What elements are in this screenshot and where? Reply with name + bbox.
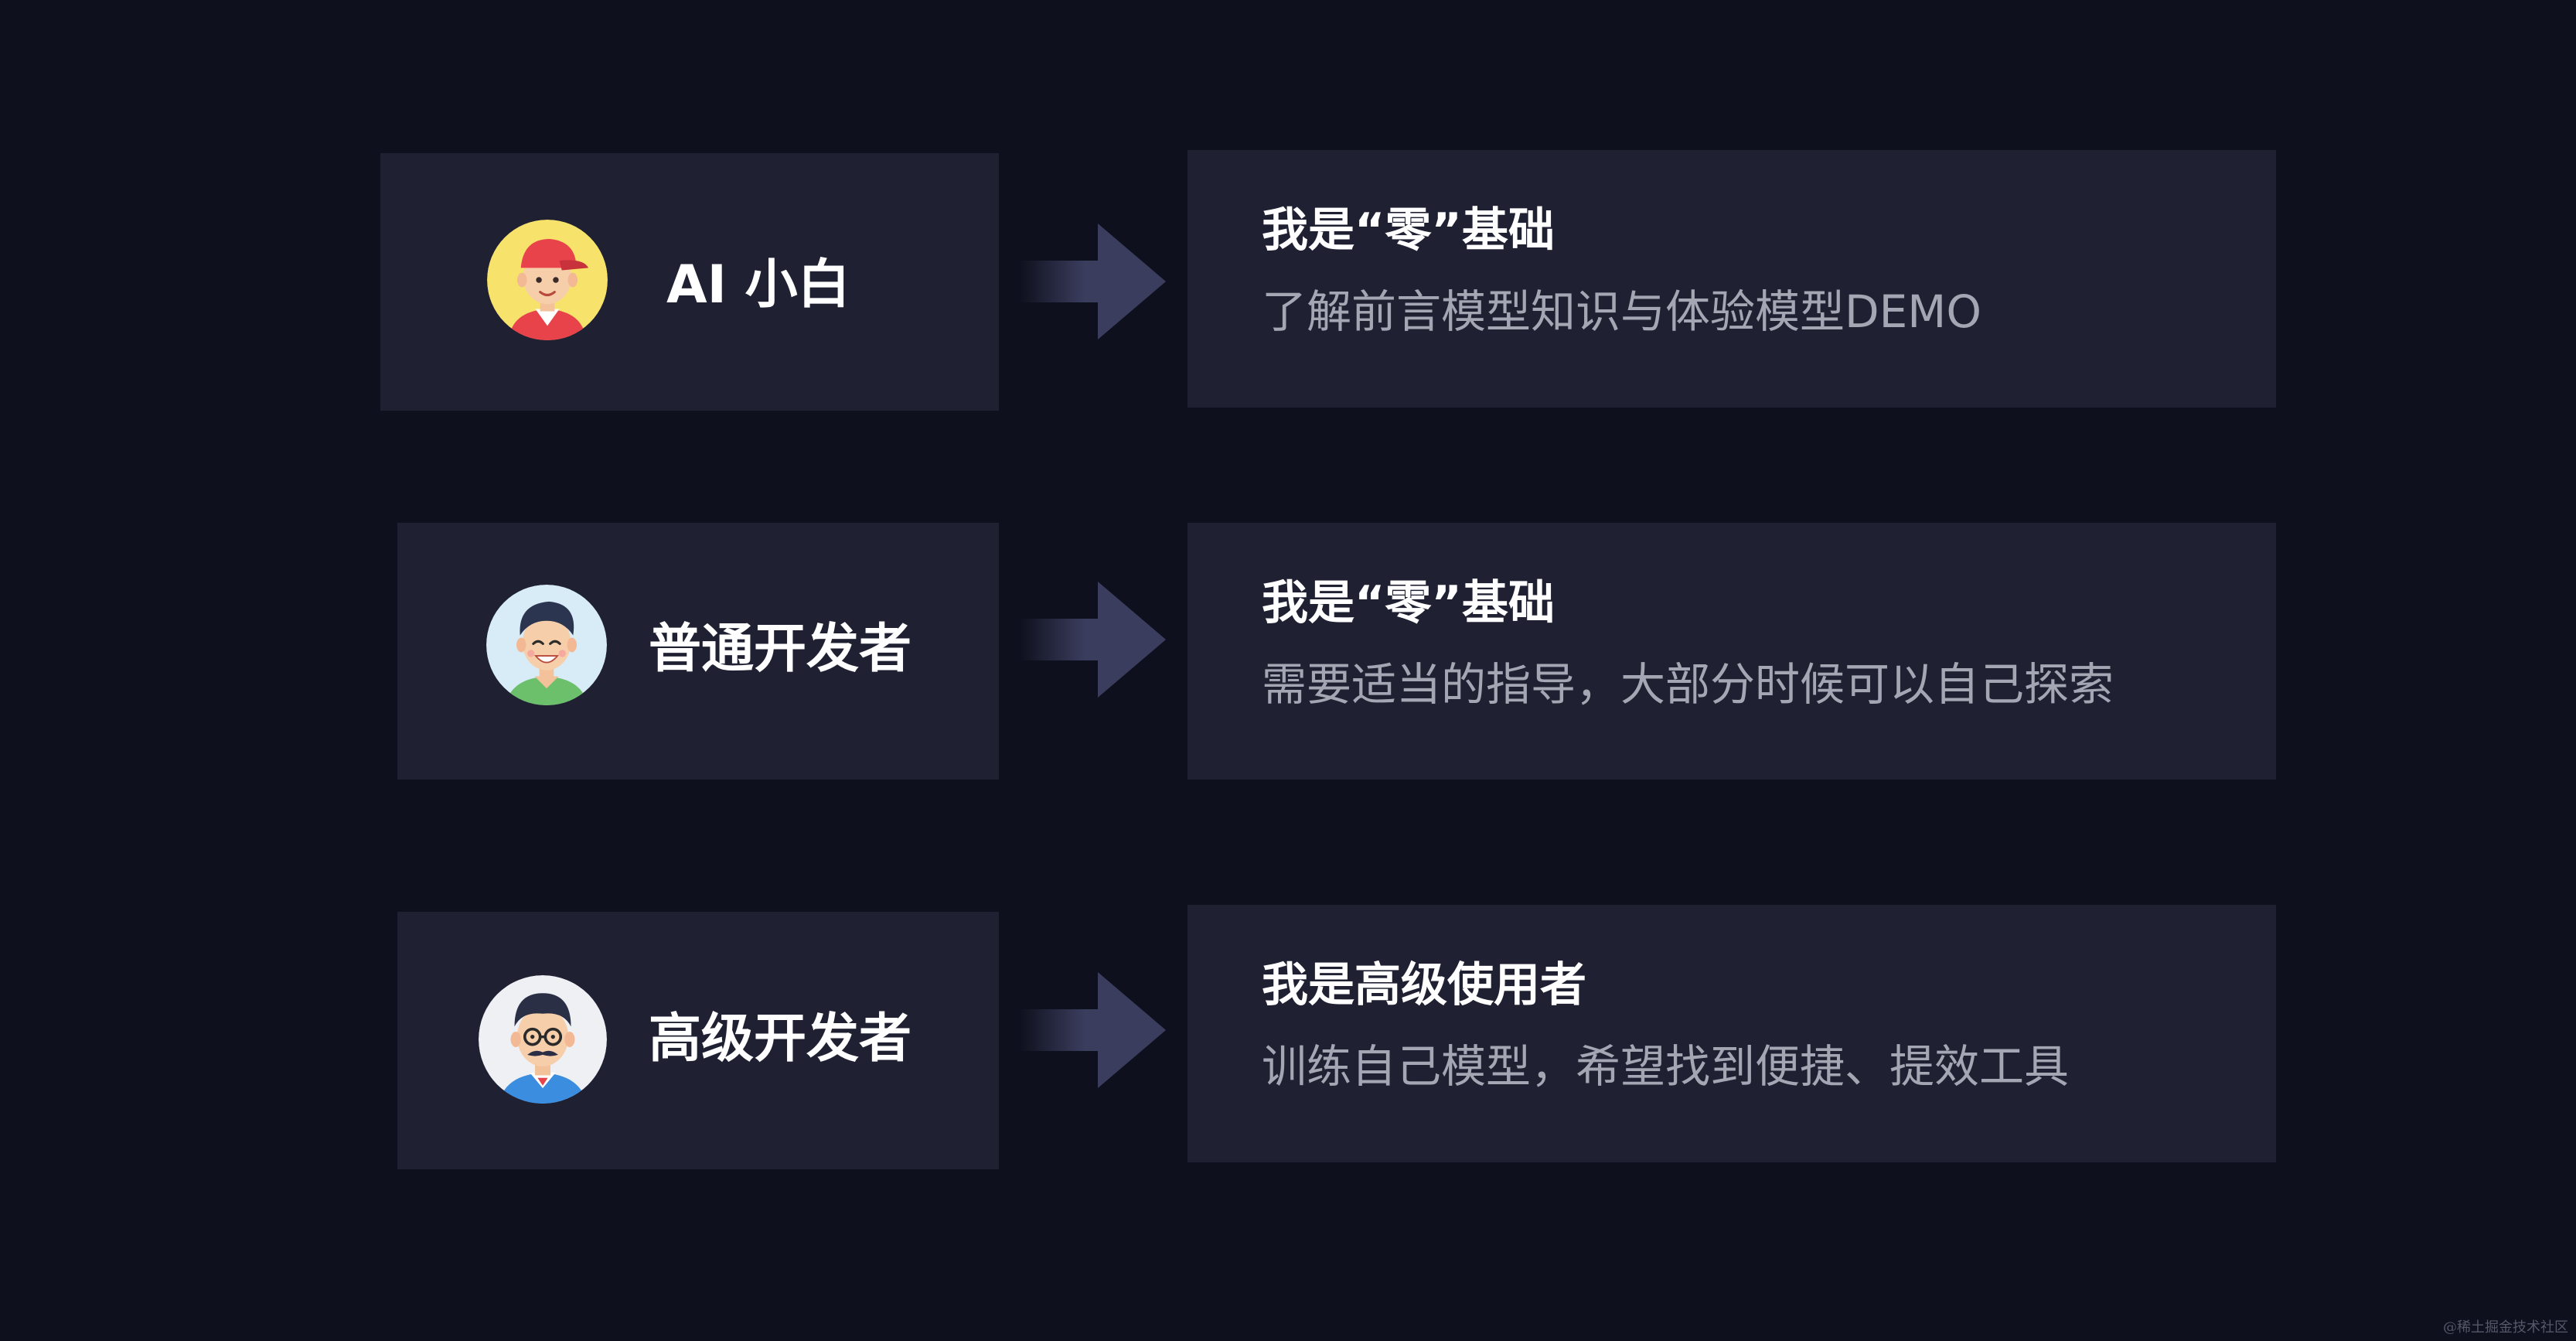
glasses-mustache-man-avatar-icon [479,975,607,1104]
arrow-right-icon [1019,582,1174,698]
smiling-man-avatar-icon [486,585,607,705]
description-text: 训练自己模型，希望找到便捷、提效工具 [1262,1040,2070,1093]
description-card-regular-developer: 我是“零”基础 需要适当的指导，大部分时候可以自己探索 [1187,523,2276,780]
role-card-regular-developer: 普通开发者 [397,523,999,780]
role-card-ai-beginner: AI 小白 [380,153,999,411]
role-name: 高级开发者 [649,1008,912,1070]
description-text: 了解前言模型知识与体验模型DEMO [1262,285,1982,338]
cap-boy-avatar-icon [487,220,608,340]
description-card-advanced-developer: 我是高级使用者 训练自己模型，希望找到便捷、提效工具 [1187,905,2276,1162]
description-title: 我是“零”基础 [1262,576,1555,630]
role-name: 普通开发者 [649,619,912,680]
role-card-advanced-developer: 高级开发者 [397,912,999,1169]
description-title: 我是“零”基础 [1262,203,1555,258]
arrow-right-icon [1019,224,1174,340]
role-name: AI 小白 [666,254,850,316]
description-text: 需要适当的指导，大部分时候可以自己探索 [1262,658,2114,711]
description-title: 我是高级使用者 [1262,958,1586,1012]
description-card-ai-beginner: 我是“零”基础 了解前言模型知识与体验模型DEMO [1187,150,2276,408]
watermark: @稀土掘金技术社区 [2443,1319,2568,1336]
arrow-right-icon [1019,972,1174,1088]
